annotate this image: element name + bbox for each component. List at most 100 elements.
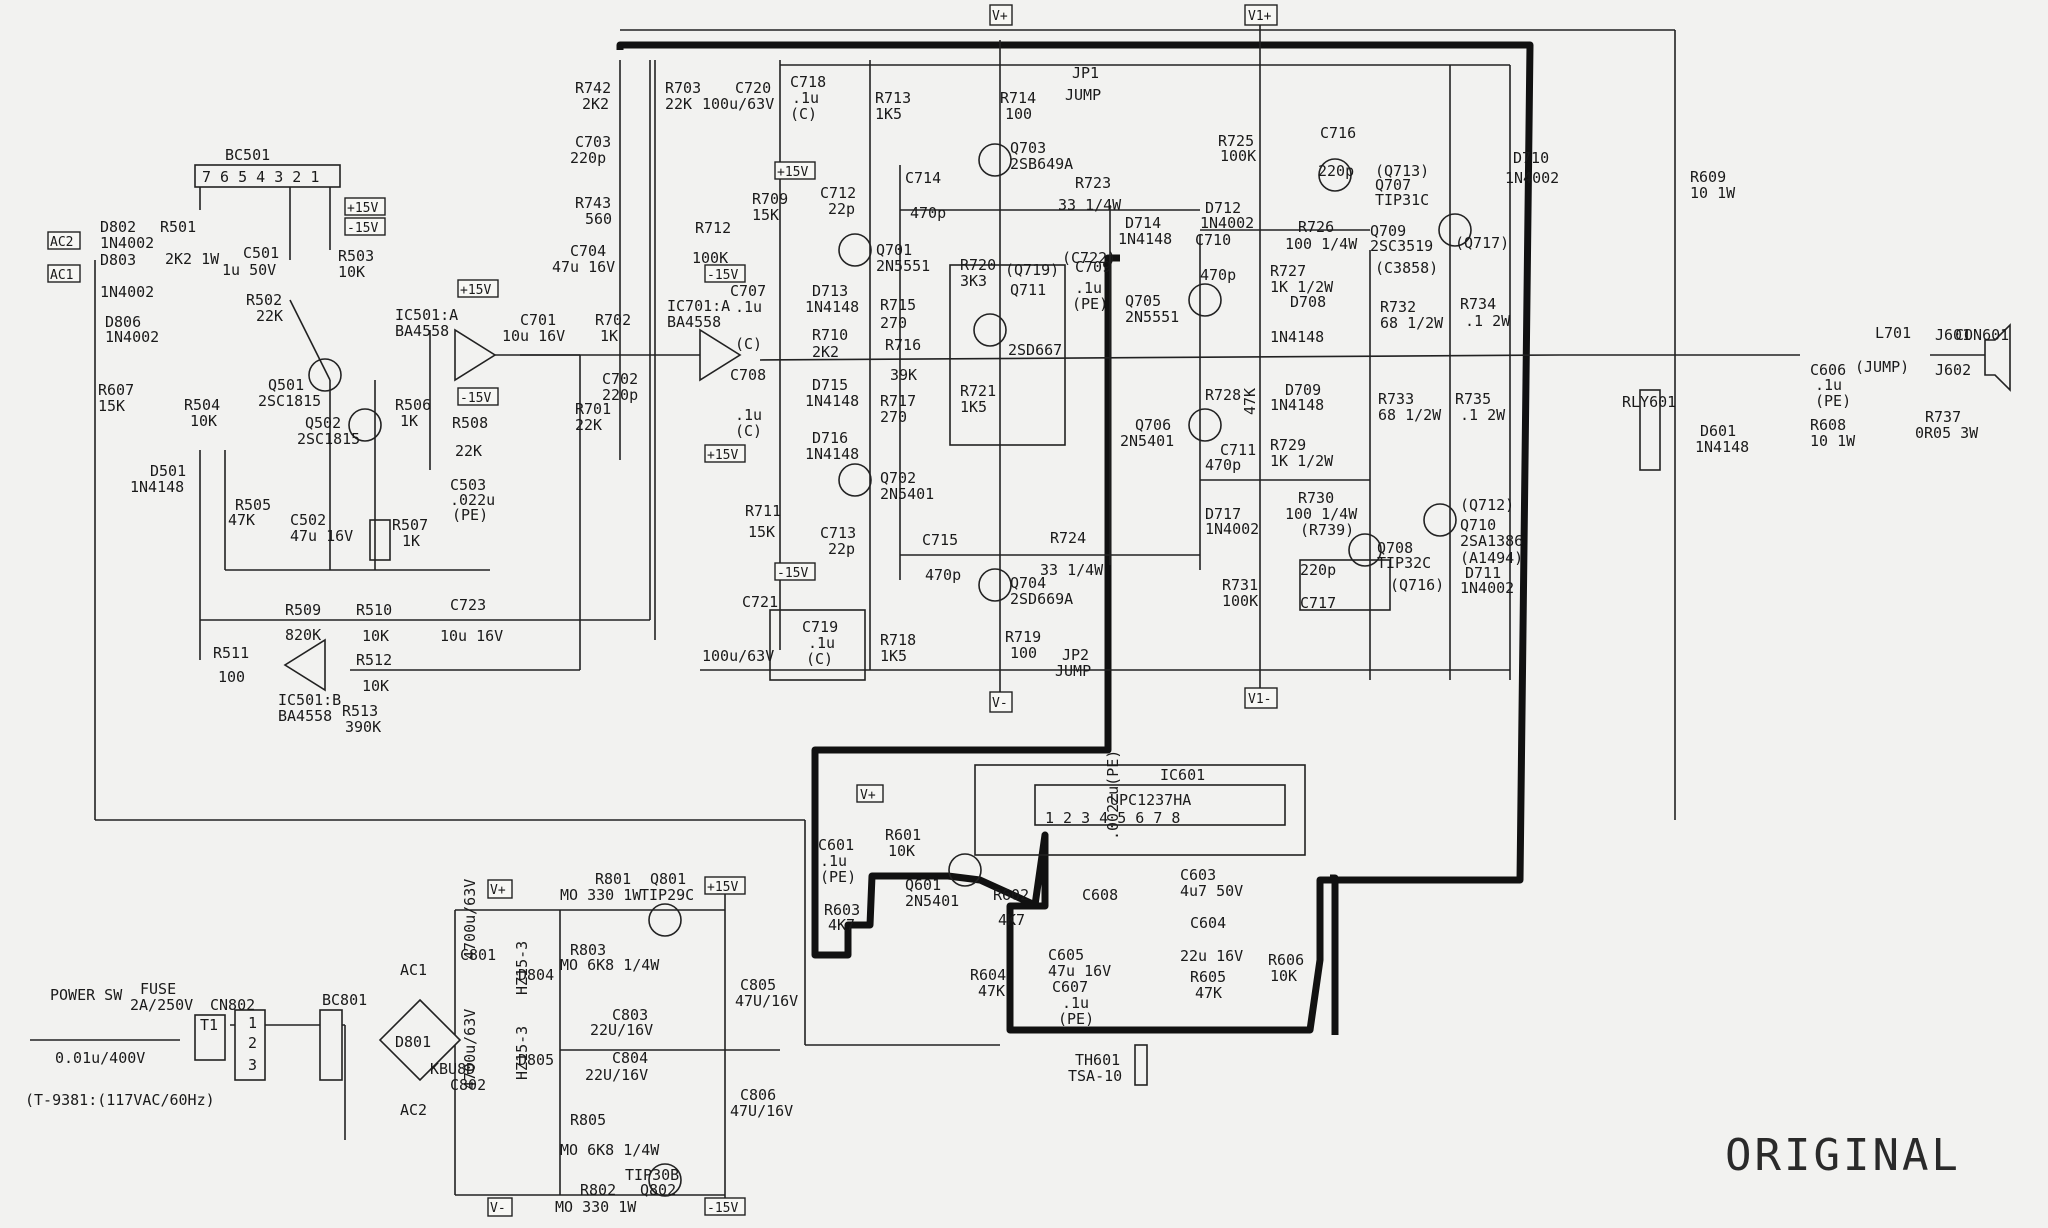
label-th601: TH601 [1075, 1051, 1120, 1069]
label-r723v: 33 1/4W [1058, 196, 1122, 214]
label-c804v: 22U/16V [585, 1066, 648, 1084]
ac2-input-label: AC2 [50, 235, 73, 250]
rail-p15-ic701: +15V [707, 448, 738, 463]
label-power: POWER SW [50, 986, 123, 1004]
label-r509v: 820K [285, 626, 321, 644]
label-d802v: 1N4002 [100, 234, 154, 252]
label-q702v: 2N5401 [880, 485, 934, 503]
label-r605v: 47K [1195, 984, 1222, 1002]
rly601-relay [1639, 389, 1661, 471]
q710-transistor [1423, 503, 1457, 537]
label-q716: (Q716) [1390, 576, 1444, 594]
label-c713: C713 [820, 524, 856, 542]
label-r603: R603 [824, 901, 860, 919]
ic601-package [1034, 784, 1286, 826]
label-r731v: 100K [1222, 592, 1258, 610]
label-r608v: 10 1W [1810, 432, 1856, 450]
label-c723: C723 [450, 596, 486, 614]
label-d806v: 1N4002 [105, 328, 159, 346]
label-d713: D713 [812, 282, 848, 300]
label-q711: Q711 [1010, 281, 1046, 299]
label-c714: C714 [905, 169, 941, 187]
label-c608v: .0022u(PE) [1104, 750, 1122, 840]
rail-p15-ic501: +15V [460, 283, 491, 298]
label-q702: Q702 [880, 469, 916, 487]
rail-labels: V+ V1+ V- V1- +15V -15V +15V -15V +15V -… [47, 4, 1278, 1217]
q708-transistor [1348, 533, 1382, 567]
label-ic501bv: BA4558 [278, 707, 332, 725]
label-d708v: 1N4148 [1270, 328, 1324, 346]
label-fusev: 2A/250V [130, 996, 193, 1014]
label-jp2: JP2 [1062, 646, 1089, 664]
label-c606p: (PE) [1815, 392, 1851, 410]
label-d715: D715 [812, 376, 848, 394]
ic601-frame [974, 764, 1306, 856]
rail-vplus-top: V+ [992, 9, 1008, 24]
label-bc801: BC801 [322, 991, 367, 1009]
label-d805: D805 [518, 1051, 554, 1069]
label-r732v: 68 1/2W [1380, 314, 1444, 332]
label-d715v: 1N4148 [805, 392, 859, 410]
label-bc501: BC501 [225, 146, 270, 164]
label-ic601: IC601 [1160, 766, 1205, 784]
label-c707: C707 [730, 282, 766, 300]
label-c708p: (C) [735, 422, 762, 440]
label-r509: R509 [285, 601, 321, 619]
label-c501: C501 [243, 244, 279, 262]
label-ac1b: AC1 [400, 961, 427, 979]
label-r733: R733 [1378, 390, 1414, 408]
wiring [30, 20, 1990, 1210]
label-q601: Q601 [905, 876, 941, 894]
q802-transistor [648, 1163, 682, 1197]
label-c503: C503 [450, 476, 486, 494]
label-c604: C604 [1190, 914, 1226, 932]
label-c603v: 4u7 50V [1180, 882, 1243, 900]
label-d708: D708 [1290, 293, 1326, 311]
label-c502v: 47u 16V [290, 527, 353, 545]
label-c601p: (PE) [820, 868, 856, 886]
label-c717: C717 [1300, 594, 1336, 612]
ic501b-opamp [283, 638, 326, 692]
q706-transistor [1188, 408, 1222, 442]
label-q705: Q705 [1125, 292, 1161, 310]
label-q601v: 2N5401 [905, 892, 959, 910]
label-r513: R513 [342, 702, 378, 720]
q707-transistor [1318, 158, 1352, 192]
highlighted-ground-trace [616, 41, 1534, 1034]
label-r603v: 4K7 [828, 916, 855, 934]
label-r728: R728 [1205, 386, 1241, 404]
label-r511v: 100 [218, 668, 245, 686]
label-c718p: (C) [790, 105, 817, 123]
label-c714v: 470p [910, 204, 946, 222]
label-q704v: 2SD669A [1010, 590, 1073, 608]
label-c502: C502 [290, 511, 326, 529]
label-j602: J602 [1935, 361, 1971, 379]
label-c708: C708 [730, 366, 766, 384]
label-c607v: .1u [1062, 994, 1089, 1012]
label-r727v: 1K 1/2W [1270, 278, 1334, 296]
label-r504: R504 [184, 396, 220, 414]
label-q703: Q703 [1010, 139, 1046, 157]
label-c709p: (PE) [1072, 295, 1108, 313]
label-q801v: TIP29C [640, 886, 694, 904]
label-r720v: 3K3 [960, 272, 987, 290]
label-r609v: 10 1W [1690, 184, 1736, 202]
label-d711: D711 [1465, 564, 1501, 582]
label-d601v: 1N4148 [1695, 438, 1749, 456]
label-q708: Q708 [1377, 539, 1413, 557]
label-r721v: 1K5 [960, 398, 987, 416]
label-q710v: 2SA1386 [1460, 532, 1523, 550]
label-r803: R803 [570, 941, 606, 959]
label-c606: C606 [1810, 361, 1846, 379]
label-r725v: 100K [1220, 147, 1256, 165]
q601-transistor [948, 853, 982, 887]
label-jp2v: JUMP [1055, 662, 1091, 680]
label-r737: R737 [1925, 408, 1961, 426]
rail-vminus-bottom: V- [992, 696, 1008, 711]
label-d801: D801 [395, 1033, 431, 1051]
label-c718v: .1u [792, 89, 819, 107]
label-c605v: 47u 16V [1048, 962, 1111, 980]
label-r513v: 390K [345, 718, 381, 736]
